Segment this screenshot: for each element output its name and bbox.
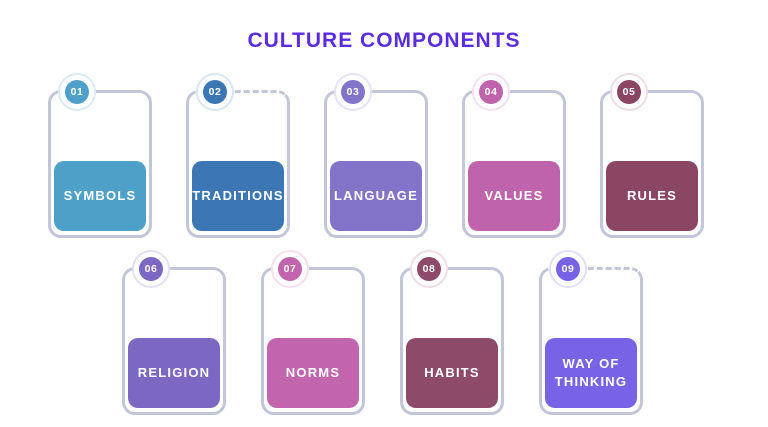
card-09-way-of-thinking: 09 WAY OF THINKING [539,250,643,415]
card-06-religion: 06 RELIGION [122,250,226,415]
card-03-language: 03 LANGUAGE [324,73,428,238]
card-03-label: LANGUAGE [330,161,422,231]
card-02-label: TRADITIONS [192,161,284,231]
card-05-label: RULES [606,161,698,231]
card-06-label: RELIGION [128,338,220,408]
badge-06-number: 06 [139,257,163,281]
badge-07: 07 [271,250,309,288]
card-04-values: 04 VALUES [462,73,566,238]
card-08-habits: 08 HABITS [400,250,504,415]
badge-09: 09 [549,250,587,288]
card-07-norms: 07 NORMS [261,250,365,415]
card-01-symbols: 01 SYMBOLS [48,73,152,238]
card-08-label: HABITS [406,338,498,408]
badge-05: 05 [610,73,648,111]
badge-04: 04 [472,73,510,111]
badge-01: 01 [58,73,96,111]
badge-03: 03 [334,73,372,111]
card-01-label: SYMBOLS [54,161,146,231]
card-04-label: VALUES [468,161,560,231]
badge-06: 06 [132,250,170,288]
badge-08-number: 08 [417,257,441,281]
card-07-label: NORMS [267,338,359,408]
badge-04-number: 04 [479,80,503,104]
badge-03-number: 03 [341,80,365,104]
badge-07-number: 07 [278,257,302,281]
badge-05-number: 05 [617,80,641,104]
card-05-rules: 05 RULES [600,73,704,238]
badge-09-number: 09 [556,257,580,281]
page-title: CULTURE COMPONENTS [0,29,768,53]
card-09-label: WAY OF THINKING [545,338,637,408]
badge-02: 02 [196,73,234,111]
card-02-traditions: 02 TRADITIONS [186,73,290,238]
badge-08: 08 [410,250,448,288]
badge-02-number: 02 [203,80,227,104]
badge-01-number: 01 [65,80,89,104]
